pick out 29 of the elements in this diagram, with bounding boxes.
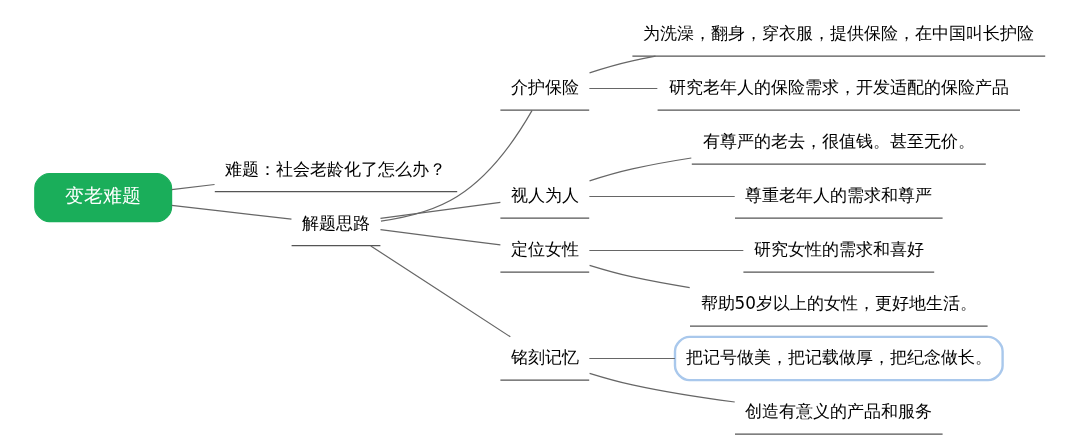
connector — [588, 157, 692, 182]
connector — [588, 195, 736, 198]
node-text: 视人为人 — [510, 184, 579, 205]
connector — [589, 264, 691, 289]
connector — [379, 229, 501, 246]
connector — [588, 357, 676, 360]
node-text: 难题：社会老龄化了怎么办？ — [225, 158, 447, 179]
node-box: 变老难题 — [34, 173, 173, 223]
connector — [379, 201, 501, 219]
connector — [589, 372, 736, 403]
connector — [588, 87, 658, 90]
node-box: 把记号做美，把记载做厚，把纪念做长。 — [673, 335, 1004, 382]
node-text: 帮助50岁以上的女性，更好地生活。 — [700, 292, 977, 313]
node-text: 创造有意义的产品和服务 — [745, 400, 933, 421]
connector — [588, 249, 744, 252]
node-text: 有尊严的老去，很值钱。甚至无价。 — [702, 130, 975, 151]
connector — [380, 109, 533, 222]
connector — [370, 245, 511, 338]
node-text: 解题思路 — [302, 212, 370, 233]
node-text: 为洗澡，翻身，穿衣服，提供保险，在中国叫长护险 — [643, 22, 1035, 43]
connector — [171, 204, 293, 220]
node-text: 铭刻记忆 — [510, 346, 579, 367]
node-text: 定位女性 — [510, 238, 579, 259]
node-text: 介护保险 — [510, 76, 579, 97]
node-text: 研究老年人的保险需求，开发适配的保险产品 — [668, 76, 1009, 97]
connector — [588, 55, 657, 74]
node-text: 研究女性的需求和喜好 — [753, 238, 924, 259]
node-text: 尊重老年人的需求和尊严 — [745, 184, 933, 205]
connector — [171, 183, 216, 191]
